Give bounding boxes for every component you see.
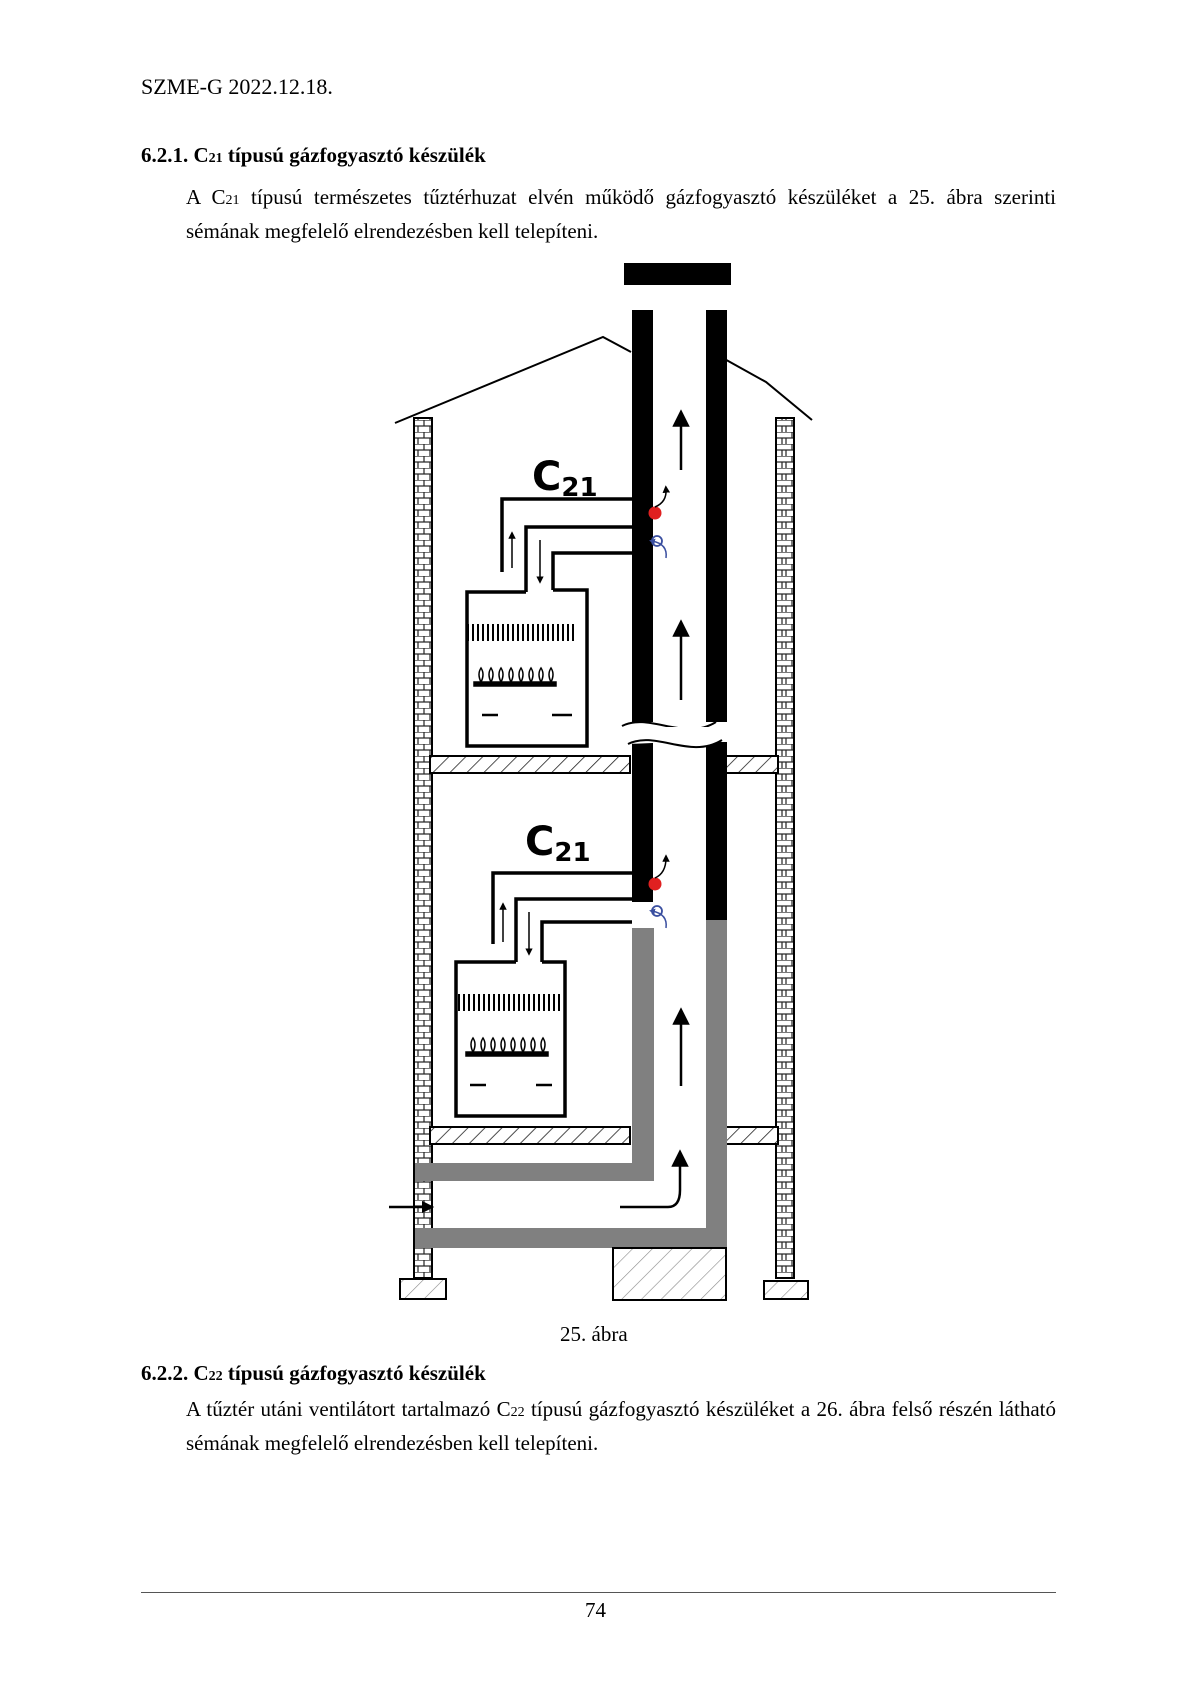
right-brick-wall: [775, 417, 795, 1279]
heading-subscript: 21: [208, 151, 223, 166]
para-start: A tűztér utáni ventilátort tartalmazó C: [186, 1397, 511, 1421]
flue-outlet-marker: [648, 506, 662, 520]
heading-subscript: 22: [208, 1369, 223, 1384]
figure-caption: 25. ábra: [560, 1322, 628, 1346]
para-rest: típusú gázfogyasztó készüléket a 26. ábr…: [186, 1397, 1056, 1455]
section-heading-6-2-2: 6.2.2. C22 típusú gázfogyasztó készülék: [141, 1361, 486, 1386]
chimney-base-block: [612, 1247, 727, 1301]
heat-exchanger-grid: [458, 994, 560, 1011]
para-subscript: 22: [510, 1405, 525, 1420]
para-rest: típusú természetes tűztérhuzat elvén műk…: [186, 185, 1056, 243]
label-main: C: [525, 819, 554, 865]
para-start: A C: [186, 185, 226, 209]
para-subscript: 21: [225, 193, 240, 208]
chimney-shaft: [621, 310, 727, 1248]
left-foundation: [399, 1278, 447, 1300]
air-supply-duct: [415, 928, 727, 1248]
label-sub: 21: [561, 473, 597, 503]
heading-suffix: típusú gázfogyasztó készülék: [222, 1361, 486, 1385]
upper-floor-slab: [429, 755, 779, 774]
section-paragraph-6-2-2: A tűztér utáni ventilátort tartalmazó C2…: [186, 1394, 1056, 1458]
chimney-cap: [624, 263, 731, 285]
heading-prefix: C: [193, 1361, 209, 1385]
roof-outline: [394, 335, 813, 424]
label-main: C: [532, 454, 561, 500]
footer-divider: [141, 1592, 1056, 1593]
section-heading-6-2-1: 6.2.1. C21 típusú gázfogyasztó készülék: [141, 143, 486, 168]
right-foundation: [763, 1280, 809, 1300]
burner-flames-icon: [473, 666, 557, 687]
section-paragraph-6-2-1: A C21 típusú természetes tűztérhuzat elv…: [186, 182, 1056, 246]
document-reference: SZME-G 2022.12.18.: [141, 74, 333, 99]
lower-floor-slab: [429, 1126, 779, 1145]
section-number: 6.2.1.: [141, 143, 189, 167]
lower-appliance: [454, 854, 670, 1118]
flue-outlet-marker: [648, 877, 662, 891]
heat-exchanger-grid: [467, 624, 574, 641]
left-brick-wall: [413, 417, 433, 1279]
flow-arrows: [389, 409, 690, 1214]
upper-appliance: [465, 485, 671, 748]
appliance-label-lower: C21: [525, 819, 591, 868]
burner-flames-icon: [465, 1036, 549, 1057]
page-number: 74: [585, 1598, 606, 1622]
heading-suffix: típusú gázfogyasztó készülék: [222, 143, 486, 167]
appliance-label-upper: C21: [532, 454, 598, 503]
label-sub: 21: [554, 838, 590, 868]
heading-prefix: C: [193, 143, 209, 167]
section-number: 6.2.2.: [141, 1361, 189, 1385]
